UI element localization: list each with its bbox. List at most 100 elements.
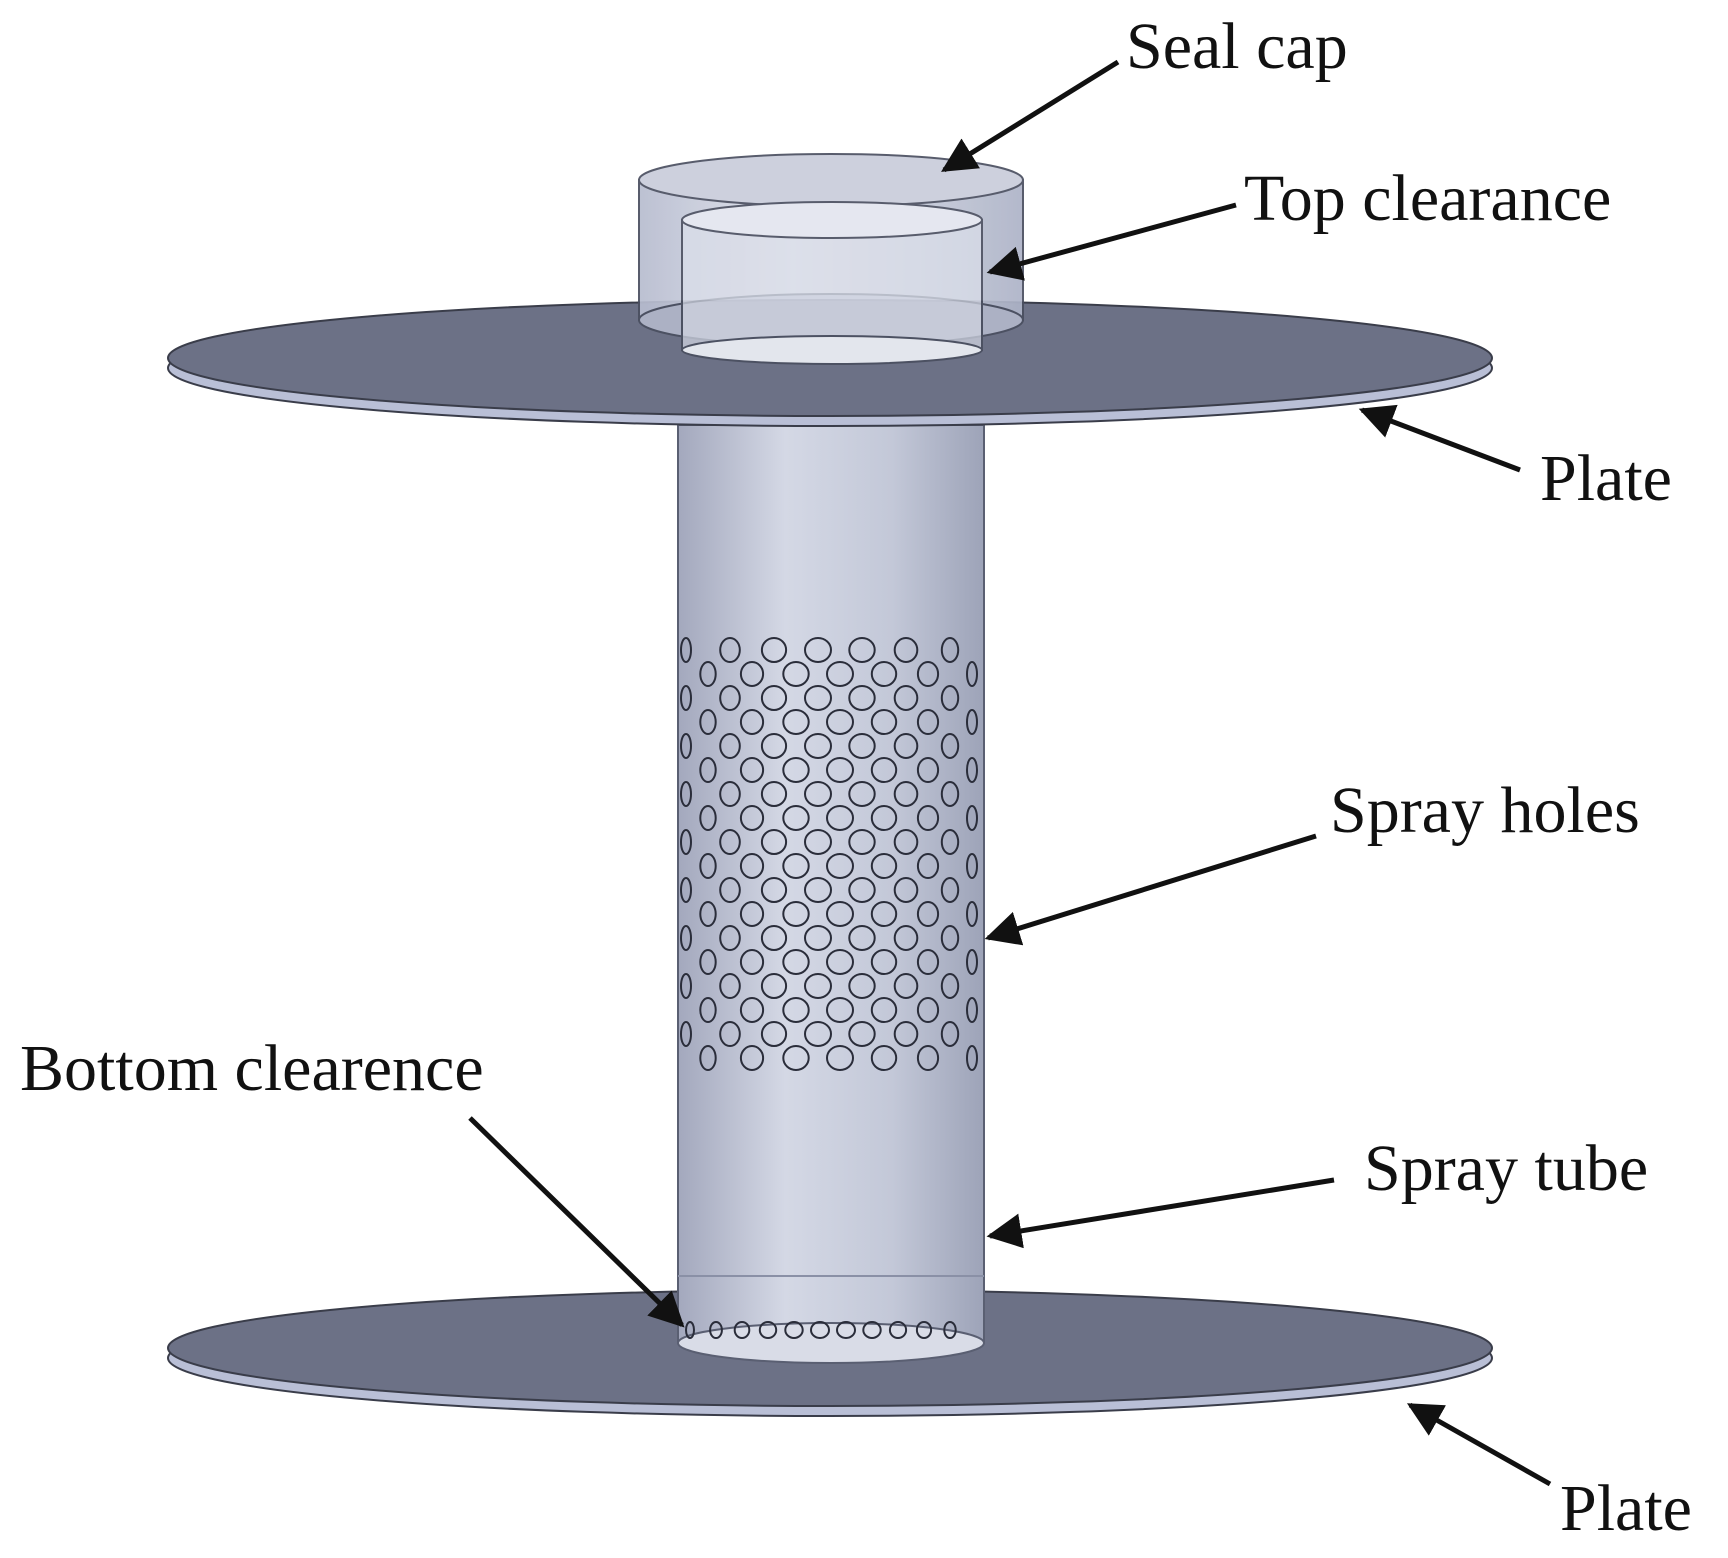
spray-hole (893, 925, 919, 951)
spray-hole (782, 1045, 810, 1071)
spray-hole (804, 781, 832, 807)
clearance-hole (810, 1321, 830, 1339)
clearance-hole (836, 1321, 856, 1339)
spray-hole (870, 1045, 898, 1071)
seal-cap-label: Seal cap (1126, 10, 1348, 83)
spray-hole (870, 949, 898, 975)
arrow-spray-holes (984, 833, 1317, 946)
clearance-hole (784, 1321, 804, 1339)
spray-hole (680, 733, 692, 759)
clearance-hole (685, 1321, 695, 1339)
spray-hole (916, 853, 940, 879)
spray-hole (916, 949, 940, 975)
spray-hole (966, 757, 978, 783)
spray-hole (848, 1021, 876, 1047)
spray-hole (719, 685, 741, 711)
bottom-clearence-label: Bottom clearence (20, 1032, 484, 1105)
spray-holes-label: Spray holes (1330, 774, 1640, 847)
spray-hole (826, 661, 854, 687)
spray-hole (966, 709, 978, 735)
clearance-hole (943, 1321, 957, 1339)
spray-hole (870, 661, 898, 687)
spray-holes-pattern (680, 637, 978, 1071)
spray-hole (966, 949, 978, 975)
spray-hole (916, 757, 940, 783)
spray-hole (699, 757, 717, 783)
spray-hole (848, 925, 876, 951)
spray-hole (719, 733, 741, 759)
arrow-bottom-clearence (468, 1116, 685, 1328)
spray-hole (719, 829, 741, 855)
spray-hole (680, 1021, 692, 1047)
spray-hole (804, 925, 832, 951)
spray-hole (826, 949, 854, 975)
spray-hole (804, 973, 832, 999)
spray-hole (680, 925, 692, 951)
spray-hole (804, 877, 832, 903)
spray-hole (699, 661, 717, 687)
spray-hole (782, 853, 810, 879)
spray-hole (826, 1045, 854, 1071)
spray-hole (719, 781, 741, 807)
spray-hole (739, 805, 765, 831)
spray-hole (680, 781, 692, 807)
spray-hole (699, 709, 717, 735)
spray-hole (804, 733, 832, 759)
spray-hole (893, 829, 919, 855)
spray-hole (760, 877, 788, 903)
spray-hole (804, 1021, 832, 1047)
spray-hole (760, 781, 788, 807)
spray-hole (966, 853, 978, 879)
spray-hole (893, 973, 919, 999)
spray-hole (966, 901, 978, 927)
spray-hole (848, 637, 876, 663)
arrow-top-plate (1358, 404, 1521, 473)
spray-hole (760, 973, 788, 999)
spray-hole (699, 949, 717, 975)
top-clearance-label: Top clearance (1244, 162, 1611, 235)
arrow-top-clearance (986, 202, 1237, 281)
spray-hole (680, 637, 692, 663)
spray-tube (677, 424, 985, 1364)
spray-hole (782, 805, 810, 831)
spray-hole (848, 733, 876, 759)
spray-hole (940, 637, 960, 663)
spray-hole (916, 901, 940, 927)
spray-hole (848, 781, 876, 807)
clearance-hole (888, 1321, 908, 1339)
spray-hole (739, 949, 765, 975)
top-plate-label: Plate (1540, 442, 1672, 515)
spray-hole (680, 829, 692, 855)
spray-hole (739, 997, 765, 1023)
spray-hole (739, 709, 765, 735)
spray-hole (699, 805, 717, 831)
spray-hole (739, 661, 765, 687)
spray-hole (804, 685, 832, 711)
spray-hole (966, 805, 978, 831)
spray-hole (893, 685, 919, 711)
spray-hole (760, 1021, 788, 1047)
spray-hole (680, 685, 692, 711)
clearance-hole (733, 1321, 751, 1339)
spray-hole (966, 997, 978, 1023)
spray-hole (699, 997, 717, 1023)
spray-hole (870, 997, 898, 1023)
spray-hole (940, 1021, 960, 1047)
spray-hole (760, 925, 788, 951)
spray-hole (826, 757, 854, 783)
clearance-hole (758, 1321, 778, 1339)
clearance-hole (709, 1321, 723, 1339)
spray-hole (739, 901, 765, 927)
spray-hole (760, 829, 788, 855)
spray-hole (893, 877, 919, 903)
spray-hole (782, 901, 810, 927)
spray-hole (826, 805, 854, 831)
spray-hole (719, 877, 741, 903)
spray-hole (916, 805, 940, 831)
spray-hole (916, 997, 940, 1023)
arrow-spray-tube (986, 1177, 1335, 1249)
spray-tube-label: Spray tube (1364, 1132, 1648, 1205)
spray-hole (826, 997, 854, 1023)
spray-hole (680, 973, 692, 999)
